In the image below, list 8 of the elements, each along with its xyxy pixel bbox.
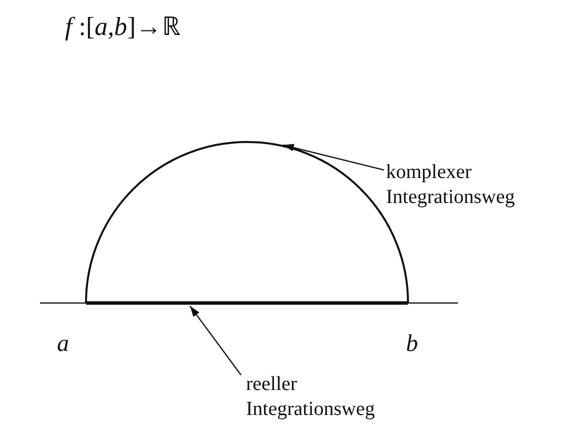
leader-line [190,306,242,376]
title: f :[a,b]→ℝ [65,14,181,39]
callout-text: reeller Integrationsweg [246,372,426,422]
callout-text: komplexer Integrationsweg [386,160,576,210]
interval-segment [86,301,408,305]
endpoint-label: b [406,332,418,357]
endpoint-label: a [57,332,69,357]
leader-line [282,144,384,171]
